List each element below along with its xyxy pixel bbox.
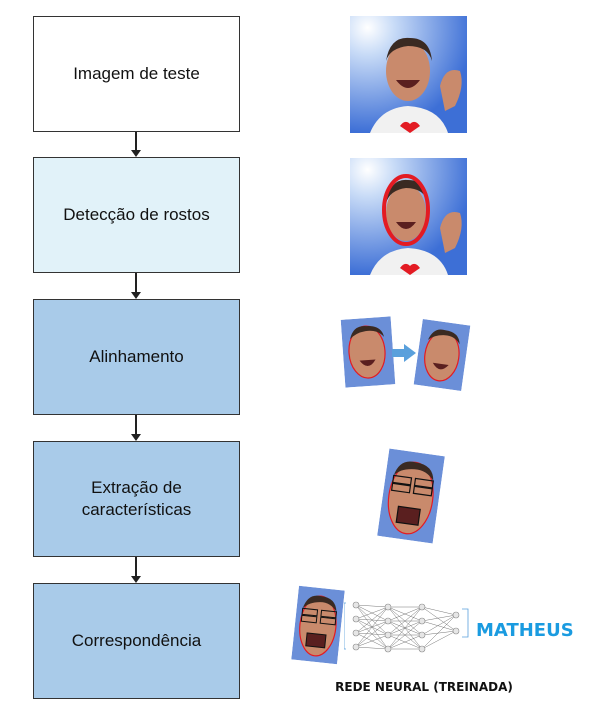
connector-line	[135, 557, 137, 576]
connector-arrowhead	[131, 150, 141, 157]
recognized-name: MATHEUS	[476, 620, 574, 641]
step-alignment: Alinhamento	[33, 299, 240, 415]
connector-line	[135, 415, 137, 434]
connector-line	[135, 273, 137, 292]
step-feature-extraction: Extração de características	[33, 441, 240, 557]
step-test-image: Imagem de teste	[33, 16, 240, 132]
network-caption: REDE NEURAL (TREINADA)	[335, 680, 513, 694]
matching-face-photo	[291, 585, 345, 665]
aligned-face-photo	[413, 318, 471, 392]
connector-arrowhead	[131, 576, 141, 583]
unaligned-face-photo	[340, 316, 396, 388]
step-label: Detecção de rostos	[63, 204, 210, 224]
step-label: Imagem de teste	[73, 63, 200, 83]
step-face-detection: Detecção de rostos	[33, 157, 240, 273]
step-label-line-2: características	[81, 500, 192, 519]
connector-arrowhead	[131, 292, 141, 299]
detection-ellipse	[382, 174, 430, 246]
connector-line	[135, 132, 137, 150]
test-image-photo	[350, 16, 467, 133]
step-label: Alinhamento	[89, 346, 184, 366]
face-detection-photo	[350, 158, 467, 275]
connector-arrowhead	[131, 434, 141, 441]
feature-extraction-photo	[377, 448, 445, 544]
step-label-line-1: Extração de	[91, 477, 182, 497]
neural-network-diagram	[343, 597, 472, 667]
step-matching: Correspondência	[33, 583, 240, 699]
step-label: Correspondência	[71, 630, 202, 650]
